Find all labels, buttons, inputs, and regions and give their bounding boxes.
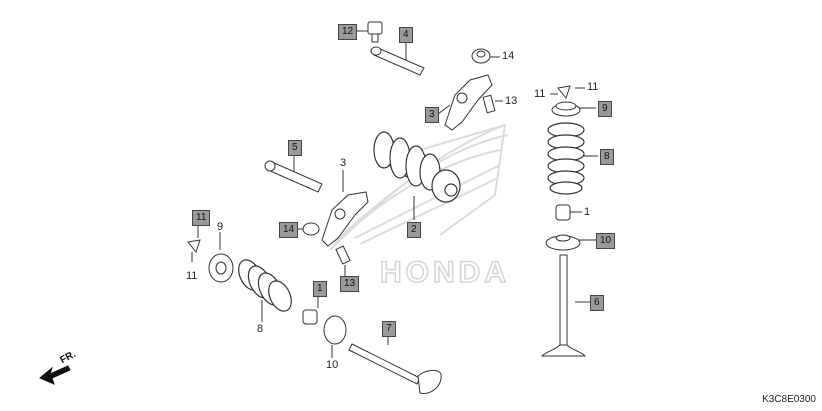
callout-13-lower: 13: [340, 276, 360, 292]
callout-1-right: 1: [584, 206, 591, 218]
spring-retainer-lower: [208, 253, 234, 283]
nut-lower: [302, 222, 320, 236]
callout-10-right: 10: [596, 233, 616, 249]
callout-14-upper: 14: [502, 50, 515, 62]
valve-spring-lower: [238, 259, 292, 312]
callout-8-lower: 8: [257, 323, 264, 335]
spring-retainer-upper: [551, 101, 581, 117]
callout-14-lower: 14: [279, 222, 299, 238]
callout-5: 5: [288, 140, 302, 156]
valve-cotter-upper: [557, 85, 571, 100]
diagram-code: K3C8E0300: [762, 394, 816, 405]
callout-11-lower-top: 11: [192, 210, 211, 226]
spring-seat-lower: [323, 315, 347, 345]
front-direction-arrow: [39, 365, 71, 385]
callout-4: 4: [399, 27, 413, 43]
rocker-arm-shaft-lower: [264, 160, 323, 193]
callout-8-upper: 8: [600, 149, 614, 165]
valve-cotter-lower: [187, 239, 201, 254]
camshaft: [373, 131, 461, 203]
callout-3-upper: 3: [425, 107, 439, 123]
callout-11-lower-bottom: 11: [186, 270, 198, 282]
rocker-arm-upper: [444, 74, 493, 131]
valve-right: [540, 254, 587, 357]
rocker-arm-shaft-upper: [370, 46, 425, 76]
callout-11-left: 11: [534, 88, 546, 100]
callout-12: 12: [338, 24, 358, 40]
valve-spring-upper: [547, 122, 585, 195]
rocker-arm-lower: [321, 191, 369, 247]
spring-seat-right: [545, 234, 581, 251]
callout-2: 2: [407, 222, 421, 238]
callout-3-lower: 3: [340, 157, 347, 169]
nut-upper: [471, 48, 491, 64]
callout-1-lower: 1: [313, 281, 327, 297]
callout-10-lower: 10: [326, 359, 339, 371]
callout-9-upper: 9: [598, 101, 612, 117]
callout-9-lower: 9: [217, 221, 224, 233]
callout-7: 7: [382, 321, 396, 337]
stem-seal-right: [555, 204, 571, 221]
callout-6: 6: [590, 295, 604, 311]
valve-lower: [348, 343, 442, 395]
callout-13-upper: 13: [505, 95, 518, 107]
callout-11-right: 11: [587, 81, 599, 93]
bolt-part: [367, 21, 383, 43]
adjusting-screw-lower: [335, 245, 351, 265]
honda-watermark-text: HONDA: [380, 256, 510, 289]
stem-seal-lower: [302, 309, 318, 325]
adjusting-screw-upper: [482, 94, 496, 114]
